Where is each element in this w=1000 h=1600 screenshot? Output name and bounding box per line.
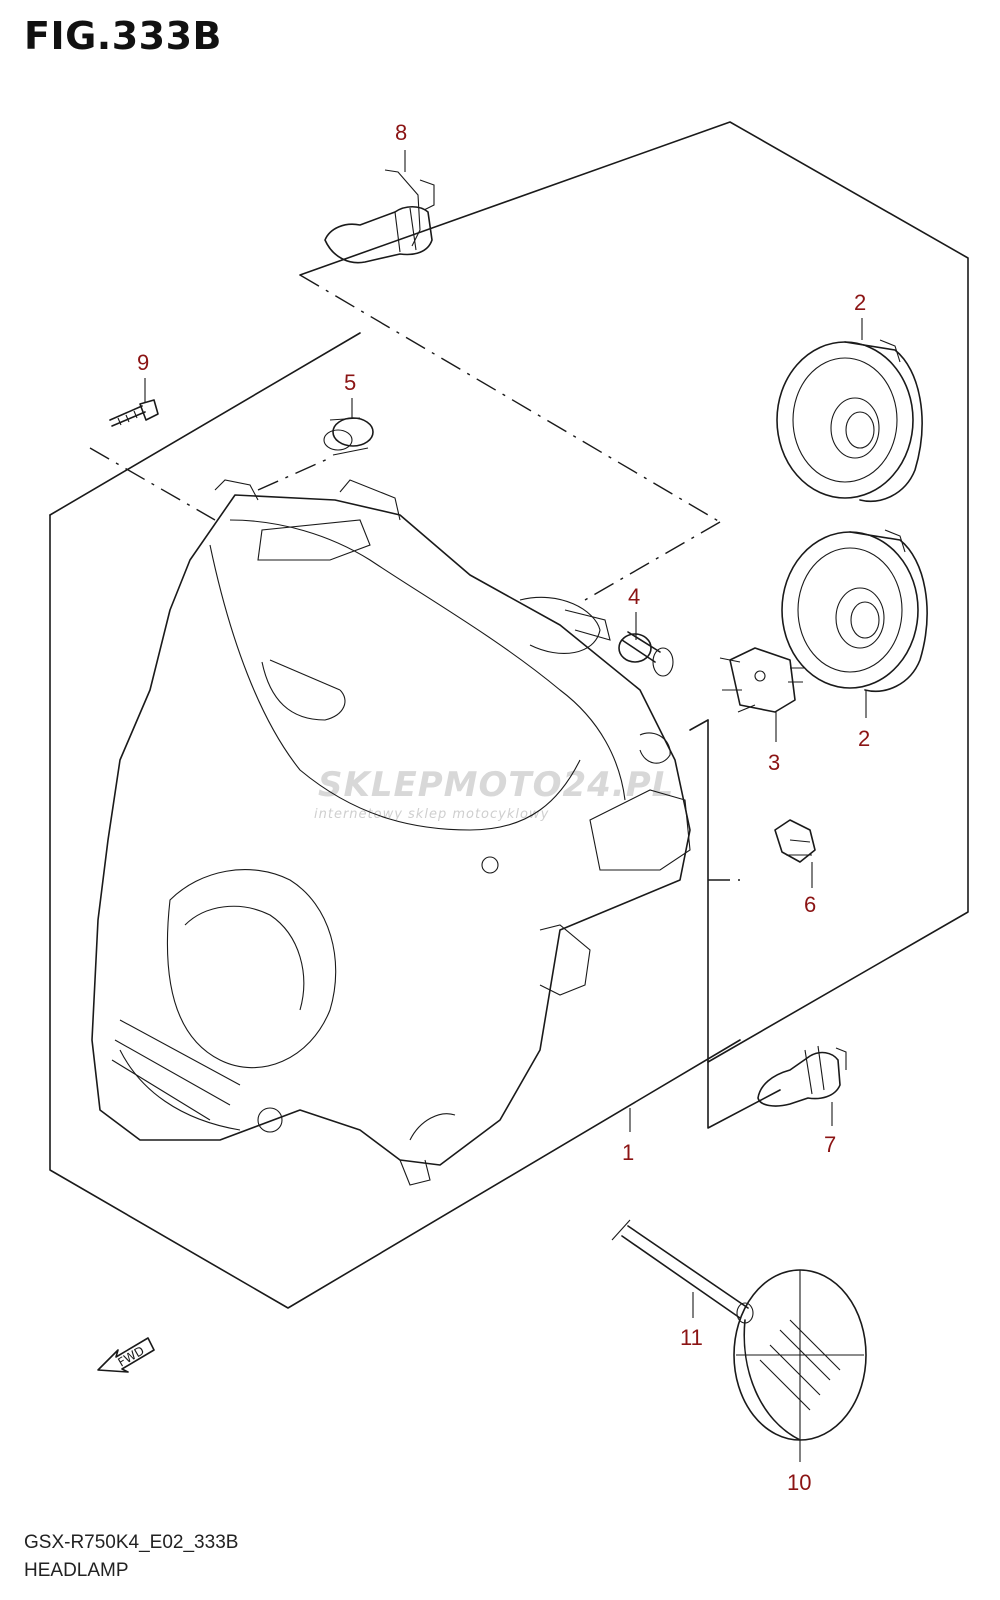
callouts: 8 9 5 2 4 3 2 6 1 7 11 10 <box>137 120 870 1495</box>
callout-7: 7 <box>824 1132 836 1157</box>
dust-cover-part-2-top <box>776 339 923 502</box>
callout-11: 11 <box>680 1325 703 1350</box>
callout-5: 5 <box>344 370 356 395</box>
headlamp-unit <box>91 479 691 1186</box>
callout-6: 6 <box>804 892 816 917</box>
leader-lines <box>89 274 740 881</box>
fwd-label: FWD <box>115 1343 146 1369</box>
callout-1: 1 <box>622 1140 634 1165</box>
screw-part-9 <box>109 399 159 427</box>
assembly-outline <box>49 121 969 1309</box>
callout-9: 9 <box>137 350 149 375</box>
cap-part-10 <box>733 1269 867 1441</box>
watermark-tagline: internetowy sklep motocyklowy <box>314 807 549 822</box>
callout-2-top: 2 <box>854 290 866 315</box>
callout-4: 4 <box>628 584 640 609</box>
grommet-part-5 <box>323 417 374 456</box>
callout-2-bottom: 2 <box>858 726 870 751</box>
forward-direction-arrow: FWD <box>97 1337 155 1373</box>
bulb-part-8 <box>324 169 435 264</box>
adjuster-shaft-part-11 <box>611 1219 754 1324</box>
callout-3: 3 <box>768 750 780 775</box>
dust-cover-part-2-bottom <box>781 529 928 692</box>
figure-title: FIG.333B <box>24 14 223 58</box>
callout-leaders <box>144 150 867 1462</box>
model-code-label: GSX-R750K4_E02_333B <box>24 1532 239 1553</box>
callout-8: 8 <box>395 120 407 145</box>
bulb-part-7 <box>757 1045 847 1107</box>
watermark-brand: SKLEPMOTO24.PL <box>318 765 674 805</box>
part-group-label: HEADLAMP <box>24 1560 129 1581</box>
position-socket-part-6 <box>774 819 816 863</box>
callout-10: 10 <box>787 1470 811 1495</box>
socket-part-3 <box>719 647 805 713</box>
bushing-part-4 <box>564 609 674 677</box>
watermark: SKLEPMOTO24.PL internetowy sklep motocyk… <box>314 765 674 822</box>
